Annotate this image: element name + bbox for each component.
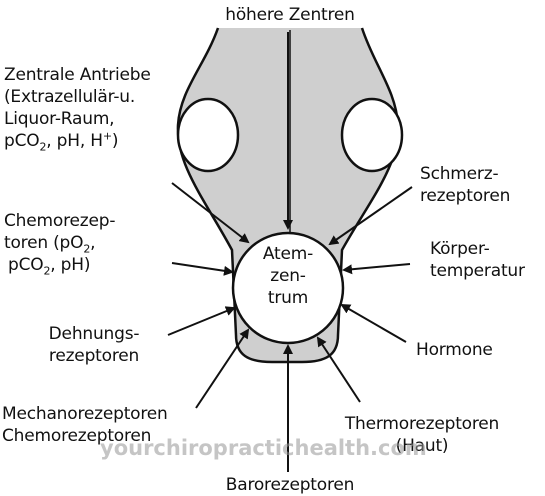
label-line: pCO2, pH, H+) (4, 130, 151, 152)
label-line: toren (pO2, (4, 232, 115, 254)
label-line: Schmerz- (420, 164, 499, 184)
label-line: trum (267, 288, 309, 308)
label-text: höhere Zentren (225, 5, 355, 25)
label-line: Chemorezeptoren (2, 426, 152, 446)
respiratory-center-circle (231, 231, 345, 345)
label-line: Zentrale Antriebe (4, 65, 151, 85)
label-hoehere-zentren: höhere Zentren (200, 4, 380, 26)
label-dehnungsrezeptoren: Dehnungs- rezeptoren (30, 323, 158, 367)
label-chemorezeptoren: Chemorezep- toren (pO2, pCO2, pH) (4, 210, 115, 276)
label-line: zen- (270, 266, 306, 286)
arrow-mechano (195, 328, 250, 409)
label-schmerzrezeptoren: Schmerz- rezeptoren (420, 163, 510, 207)
arrow-schmerz (328, 186, 413, 246)
watermark: yourchiropractichealth.com (100, 436, 427, 460)
label-line: Mechanorezeptoren (2, 404, 168, 424)
label-line: Liquor-Raum, (4, 109, 115, 129)
watermark-text: yourchiropractichealth.com (100, 436, 427, 460)
right-oval (340, 97, 404, 173)
label-sub: 2 (39, 140, 47, 154)
label-part: , pH) (50, 255, 91, 275)
label-sub: 2 (83, 242, 91, 256)
label-text: Hormone (416, 340, 493, 360)
label-part: , (90, 233, 96, 253)
label-part: pCO (4, 131, 40, 151)
label-zentrale-antriebe: Zentrale Antriebe (Extrazellulär-u. Liqu… (4, 64, 151, 152)
label-line: (Haut) (395, 436, 449, 456)
label-line: rezeptoren (48, 346, 140, 366)
label-part: pCO (8, 255, 44, 275)
label-sub: 2 (43, 264, 51, 278)
label-part: toren (pO (4, 233, 84, 253)
left-oval (176, 97, 240, 173)
label-hormone: Hormone (416, 339, 493, 361)
label-line: (Extrazellulär-u. (4, 87, 136, 107)
label-text: Barorezeptoren (225, 475, 355, 495)
arrow-koerper (342, 263, 411, 275)
label-mechanorezeptoren: Mechanorezeptoren Chemorezeptoren (2, 403, 168, 447)
label-line: Körper- (430, 239, 490, 259)
arrow-thermo (316, 336, 361, 403)
label-atemzentrum: Atem- zen- trum (248, 243, 328, 309)
label-line: rezeptoren (420, 186, 511, 206)
label-line: Chemorezep- (4, 211, 116, 231)
arrow-hormone (340, 303, 407, 343)
label-part: ) (111, 131, 119, 151)
arrow-chemo (171, 262, 234, 276)
label-line: Thermorezeptoren (344, 414, 500, 434)
label-line: pCO2, pH) (4, 254, 115, 276)
arrow-zentrale (171, 182, 250, 244)
label-line: temperatur (430, 261, 525, 281)
arrow-dehnung (167, 306, 236, 336)
label-thermorezeptoren: Thermorezeptoren (Haut) (322, 413, 522, 457)
arrows (167, 32, 413, 472)
label-line: Dehnungs- (48, 324, 140, 344)
label-koerpertemperatur: Körper- temperatur (430, 238, 525, 282)
label-sup: + (102, 129, 112, 143)
label-line: Atem- (262, 244, 314, 264)
label-part: , pH, H (46, 131, 103, 151)
label-barorezeptoren: Barorezeptoren (180, 474, 400, 496)
